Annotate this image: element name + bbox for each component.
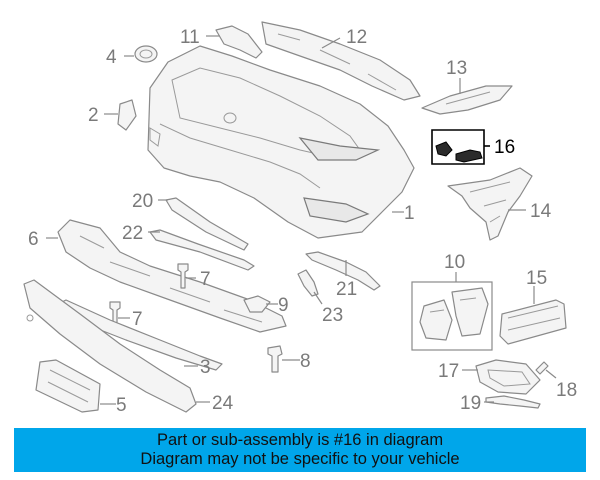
callout-21: 21 bbox=[336, 279, 357, 300]
callout-11: 11 bbox=[180, 27, 200, 48]
part-14-side-bracket bbox=[447, 167, 533, 241]
info-banner: Part or sub-assembly is #16 in diagram D… bbox=[14, 428, 586, 472]
callout-9: 9 bbox=[278, 295, 289, 316]
part-16-highlighted bbox=[435, 141, 483, 163]
part-9-bracket bbox=[243, 295, 271, 313]
callout-18: 18 bbox=[556, 380, 577, 401]
callout-17: 17 bbox=[438, 361, 459, 382]
part-7-pin-a bbox=[177, 263, 189, 289]
part-19-strip bbox=[485, 395, 541, 409]
part-18-pin bbox=[535, 361, 549, 375]
callout-19: 19 bbox=[460, 393, 481, 414]
part-3-lower-trim bbox=[57, 299, 223, 371]
part-21-trim bbox=[305, 251, 381, 291]
callout-12: 12 bbox=[346, 27, 367, 48]
part-6-lower-support bbox=[57, 219, 287, 333]
part-23-clip bbox=[297, 269, 319, 297]
callout-22: 22 bbox=[122, 223, 143, 244]
callout-13: 13 bbox=[446, 58, 467, 79]
part-4-emblem bbox=[134, 45, 158, 63]
callout-1: 1 bbox=[404, 203, 415, 224]
part-24-lower-bar bbox=[23, 279, 197, 413]
parts-diagram: 1 2 3 4 5 6 7 7 8 9 10 11 12 13 14 15 16… bbox=[23, 21, 577, 416]
callout-4: 4 bbox=[106, 47, 117, 68]
callout-23: 23 bbox=[322, 305, 343, 326]
part-11-bracket bbox=[215, 25, 263, 59]
callout-14: 14 bbox=[530, 201, 552, 222]
part-13-bracket bbox=[421, 85, 513, 115]
callout-8: 8 bbox=[300, 351, 311, 372]
callout-24: 24 bbox=[212, 393, 234, 414]
callout-5: 5 bbox=[116, 395, 127, 416]
callout-7b: 7 bbox=[132, 309, 143, 330]
part-5-plate-bracket bbox=[35, 359, 101, 413]
callout-6: 6 bbox=[28, 229, 39, 250]
callout-16: 16 bbox=[494, 137, 515, 158]
part-20-strip bbox=[165, 197, 249, 251]
callout-3: 3 bbox=[200, 357, 211, 378]
part-1-bumper-cover bbox=[147, 45, 415, 239]
part-15-module bbox=[499, 299, 567, 345]
callout-2: 2 bbox=[88, 105, 99, 126]
part-22-strip bbox=[149, 229, 255, 271]
banner-line-1: Part or sub-assembly is #16 in diagram bbox=[156, 431, 444, 449]
banner-line-2: Diagram may not be specific to your vehi… bbox=[140, 450, 460, 468]
callout-20: 20 bbox=[132, 191, 153, 212]
part-17-trim-ring bbox=[475, 359, 541, 395]
part-2-clip bbox=[117, 99, 137, 131]
callout-10: 10 bbox=[444, 252, 465, 273]
leader-lines bbox=[46, 35, 557, 405]
part-10-housing-box bbox=[411, 281, 493, 351]
part-8-pin bbox=[267, 345, 283, 373]
callout-7a: 7 bbox=[200, 269, 211, 290]
callout-labels: 1 2 3 4 5 6 7 7 8 9 10 11 12 13 14 15 16… bbox=[28, 27, 577, 416]
callout-15: 15 bbox=[526, 268, 547, 289]
